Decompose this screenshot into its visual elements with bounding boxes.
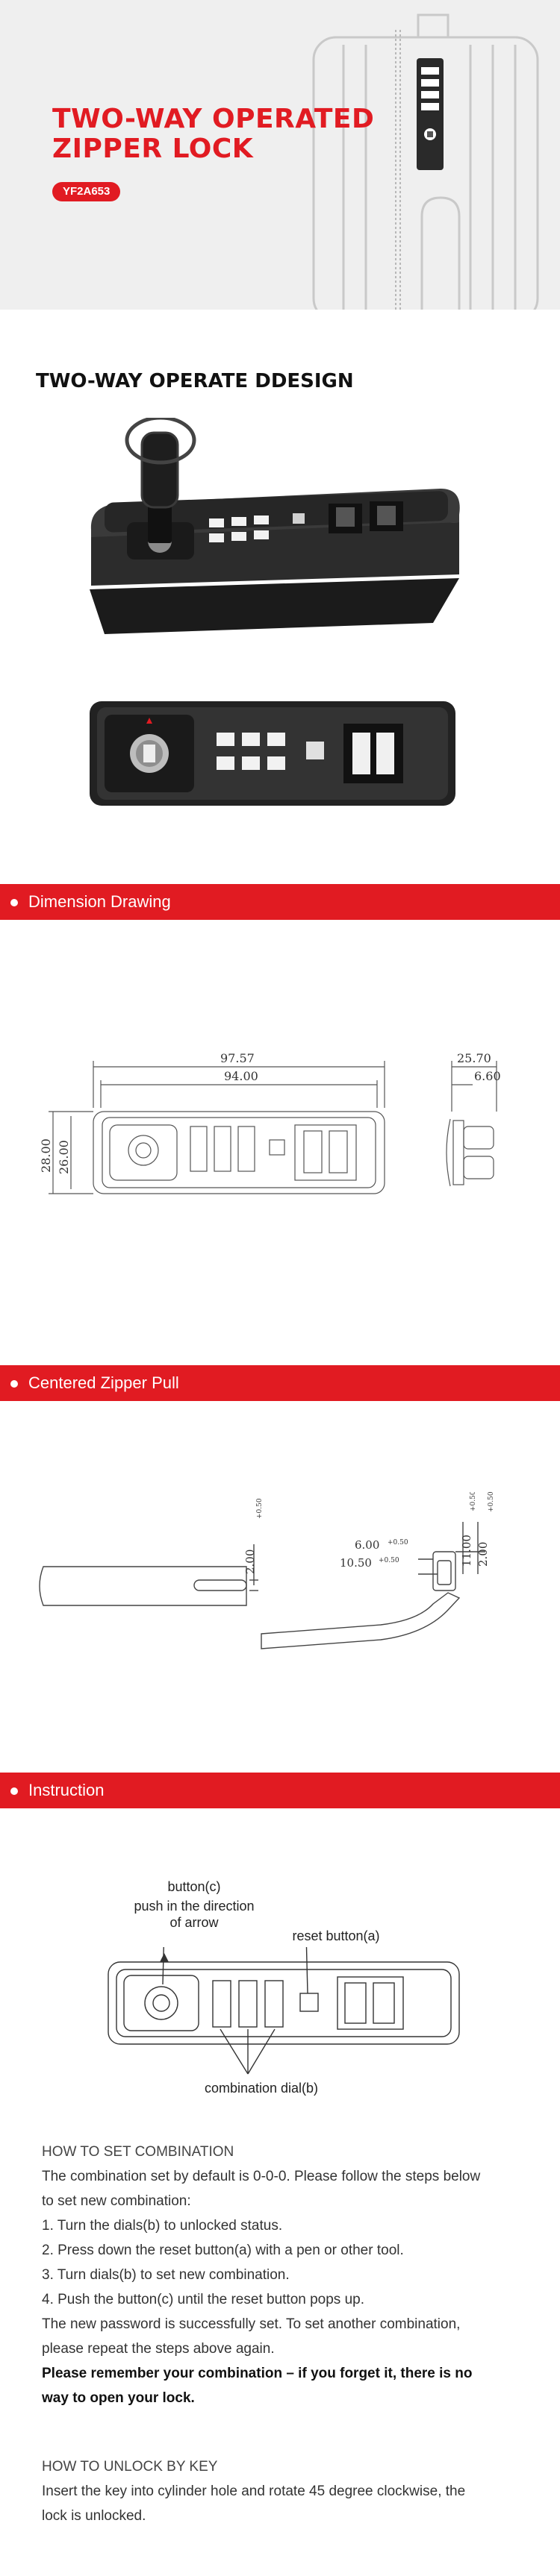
howto-step-3: 3. Turn dials(b) to set new combination. bbox=[42, 2267, 290, 2283]
howto-step-2: 2. Press down the reset button(a) with a… bbox=[42, 2243, 404, 2258]
band-dimension-drawing: Dimension Drawing bbox=[0, 884, 560, 920]
howto-set-intro2: to set new combination: bbox=[42, 2193, 191, 2209]
zipper-h2-dim: 2.00 bbox=[476, 1542, 490, 1567]
zipper-h1-tol: +0.50 bbox=[470, 1492, 477, 1511]
label-reset-button: reset button(a) bbox=[292, 1928, 380, 1943]
howto-set-combination: HOW TO SET COMBINATION The combination s… bbox=[42, 2140, 527, 2410]
howto-step-1: 1. Turn the dials(b) to unlocked status. bbox=[42, 2218, 283, 2234]
band-bullet-icon bbox=[10, 899, 18, 906]
product-title: TWO-WAY OPERATED ZIPPER LOCK bbox=[52, 104, 375, 164]
hero-banner: TWO-WAY OPERATED ZIPPER LOCK YF2A653 bbox=[0, 0, 560, 310]
label-push-line1: push in the direction bbox=[134, 1899, 255, 1914]
dim-inner-width: 94.00 bbox=[224, 1069, 258, 1083]
howto-warning2: way to open your lock. bbox=[42, 2390, 195, 2406]
howto-key-line2: lock is unlocked. bbox=[42, 2508, 146, 2524]
band-instruction: Instruction bbox=[0, 1773, 560, 1808]
zipper-w2-tol: +0.50 bbox=[379, 1557, 399, 1564]
band-bullet-icon bbox=[10, 1787, 18, 1795]
suitcase-illustration bbox=[312, 13, 539, 310]
label-push-line2: of arrow bbox=[169, 1915, 219, 1930]
howto-unlock-by-key: HOW TO UNLOCK BY KEY Insert the key into… bbox=[42, 2454, 527, 2528]
zipper-w2-dim: 10.50 bbox=[340, 1556, 372, 1570]
band-centered-zipper-pull: Centered Zipper Pull bbox=[0, 1365, 560, 1401]
zipper-pull-drawing: 2.00 +0.50 6.00 +0.50 10.50 +0.50 11.00 … bbox=[39, 1492, 495, 1649]
zipper-h2-tol: +0.50 bbox=[488, 1492, 495, 1512]
howto-note2: please repeat the steps above again. bbox=[42, 2341, 275, 2357]
zipper-w1-dim: 6.00 bbox=[355, 1538, 379, 1552]
model-badge: YF2A653 bbox=[52, 182, 121, 201]
zipper-h1-dim: 11.00 bbox=[460, 1535, 473, 1567]
howto-key-line1: Insert the key into cylinder hole and ro… bbox=[42, 2483, 466, 2499]
zipper-slot-tol: +0.50 bbox=[256, 1498, 264, 1519]
dim-depth: 25.70 bbox=[457, 1052, 491, 1065]
howto-set-intro1: The combination set by default is 0-0-0.… bbox=[42, 2169, 481, 2184]
dim-outer-width: 97.57 bbox=[220, 1052, 255, 1065]
howto-key-heading: HOW TO UNLOCK BY KEY bbox=[42, 2459, 218, 2475]
zipper-slot-dim: 2.00 bbox=[243, 1549, 257, 1574]
label-button-c: button(c) bbox=[167, 1879, 221, 1894]
dim-depth-inner: 6.60 bbox=[474, 1069, 501, 1083]
howto-warning1: Please remember your combination – if yo… bbox=[42, 2366, 473, 2381]
instruction-diagram bbox=[108, 1947, 460, 2075]
dim-outer-height: 28.00 bbox=[41, 1138, 53, 1173]
lock-perspective-photo bbox=[90, 418, 460, 634]
howto-step-4: 4. Push the button(c) until the reset bu… bbox=[42, 2292, 364, 2307]
band-bullet-icon bbox=[10, 1380, 18, 1388]
dimension-drawing: 97.57 94.00 28.00 26.00 25.70 6.60 bbox=[41, 1052, 501, 1194]
howto-note1: The new password is successfully set. To… bbox=[42, 2316, 461, 2332]
section-title-design: TWO-WAY OPERATE DDESIGN bbox=[36, 370, 354, 392]
lock-front-photo bbox=[90, 701, 455, 806]
dim-inner-height: 26.00 bbox=[57, 1140, 71, 1174]
label-combination-dial: combination dial(b) bbox=[204, 2081, 319, 2096]
howto-set-heading: HOW TO SET COMBINATION bbox=[42, 2144, 234, 2160]
zipper-w1-tol: +0.50 bbox=[388, 1539, 408, 1546]
